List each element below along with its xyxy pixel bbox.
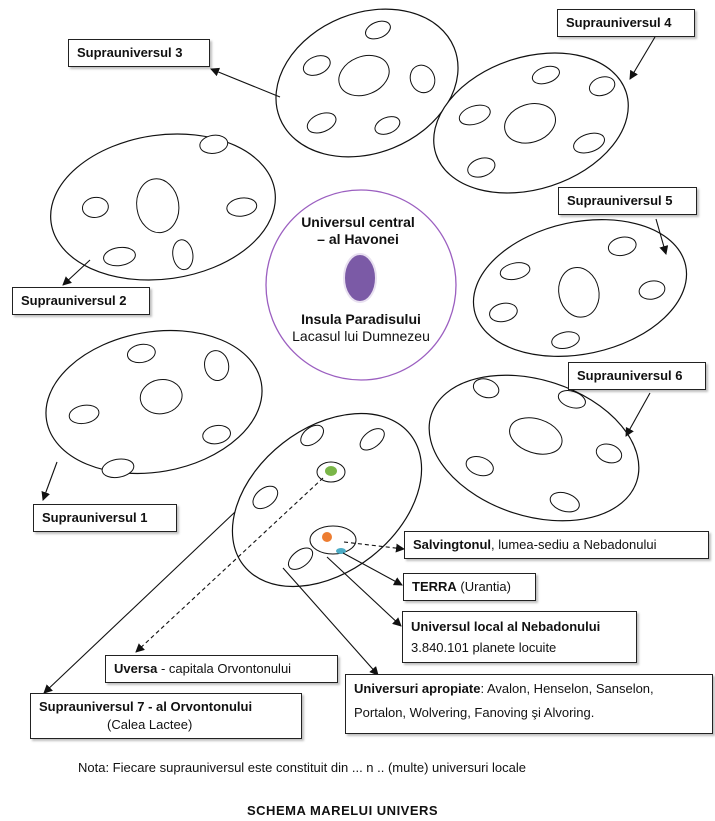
label-uversa: Uversa - capitala Orvontonului bbox=[105, 655, 338, 683]
label-superuniverse-2: Suprauniversul 2 bbox=[12, 287, 150, 315]
salvington-name: Salvingtonul bbox=[413, 537, 491, 552]
s7-title: Suprauniversul 7 - al Orvontonului bbox=[39, 699, 253, 714]
label-nearby-universes: Universuri apropiate: Avalon, Henselon, … bbox=[345, 674, 713, 734]
label-superuniverse-6: Suprauniversul 6 bbox=[568, 362, 706, 390]
nebadon-title: Universul local al Nebadonului bbox=[411, 619, 601, 634]
uversa-name: Uversa bbox=[114, 661, 158, 676]
label-salvington: Salvingtonul, lumea-sediu a Nebadonului bbox=[404, 531, 709, 559]
superuniverse-5 bbox=[472, 219, 688, 357]
terra-name: TERRA bbox=[412, 579, 457, 594]
terra-desc: (Urantia) bbox=[456, 579, 511, 594]
central-title-line2: – al Havonei bbox=[317, 231, 399, 247]
footnote: Nota: Fiecare suprauniversul este consti… bbox=[78, 760, 526, 775]
label-terra: TERRA (Urantia) bbox=[403, 573, 536, 601]
apropiate-list-1: : Avalon, Henselon, Sanselon, bbox=[480, 681, 654, 696]
label-superuniverse-3: Suprauniversul 3 bbox=[68, 39, 210, 67]
nebadon-subtitle: 3.840.101 planete locuite bbox=[411, 640, 557, 655]
s7-subtitle: (Calea Lactee) bbox=[107, 717, 193, 732]
label-nebadon: Universul local al Nebadonului 3.840.101… bbox=[402, 611, 637, 663]
superuniverse-1 bbox=[45, 329, 263, 479]
nebadon-local-universe bbox=[309, 525, 357, 555]
apropiate-list-2: Portalon, Wolvering, Fanoving şi Alvorin… bbox=[354, 705, 595, 720]
diagram-title: SCHEMA MARELUI UNIVERS bbox=[247, 803, 439, 818]
apropiate-title: Universuri apropiate bbox=[354, 681, 481, 696]
central-universe-title: Universul central – al Havonei bbox=[288, 214, 428, 248]
connector-arrows bbox=[41, 36, 669, 694]
label-superuniverse-1: Suprauniversul 1 bbox=[33, 504, 177, 532]
superuniverse-6 bbox=[428, 374, 640, 522]
paradise-island-sublabel: Lacasul lui Dumnezeu bbox=[292, 328, 430, 344]
paradise-island-label: Insula Paradisului bbox=[301, 311, 421, 327]
label-superuniverse-4: Suprauniversul 4 bbox=[557, 9, 695, 37]
label-superuniverse-5: Suprauniversul 5 bbox=[558, 187, 697, 215]
uversa-desc: - capitala Orvontonului bbox=[157, 661, 292, 676]
superuniverse-7 bbox=[231, 412, 423, 588]
paradise-caption: Insula Paradisului Lacasul lui Dumnezeu bbox=[271, 311, 451, 345]
superuniverse-4 bbox=[433, 52, 629, 194]
salvington-desc: , lumea-sediu a Nebadonului bbox=[491, 537, 657, 552]
central-universe bbox=[265, 189, 457, 381]
superuniverse-3 bbox=[275, 8, 459, 158]
central-title-line1: Universul central bbox=[301, 214, 415, 230]
label-superuniverse-7: Suprauniversul 7 - al Orvontonului (Cale… bbox=[30, 693, 302, 739]
uversa-region bbox=[316, 461, 346, 483]
superuniverse-2 bbox=[50, 133, 276, 281]
